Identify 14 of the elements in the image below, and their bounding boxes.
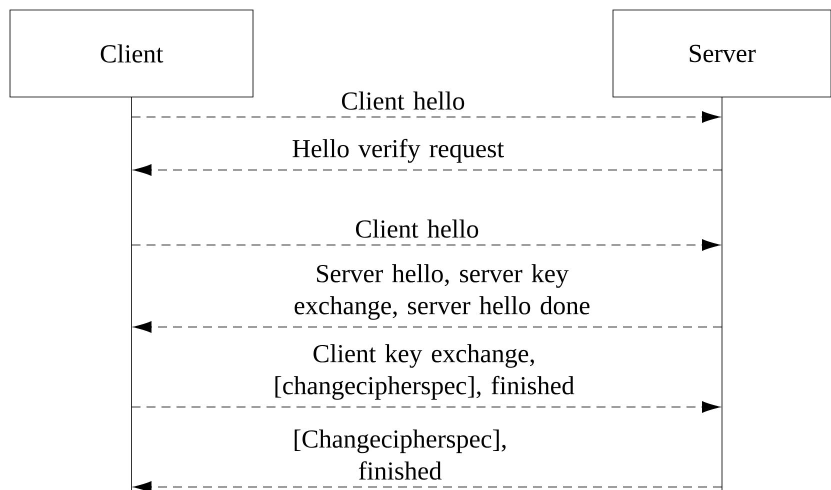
message-label: Hello verify request xyxy=(292,138,504,163)
participant-box: Server xyxy=(612,10,831,98)
message-arrow xyxy=(133,321,722,333)
message-label: Server hello, server key exchange, server hello done xyxy=(294,264,590,320)
message-label: Client hello xyxy=(342,92,464,110)
message-label: Client hello xyxy=(356,220,478,238)
message-arrow xyxy=(133,164,722,176)
message-label: Client key exchange, [changecipherspec], finished xyxy=(275,344,574,400)
message-arrow xyxy=(131,111,720,123)
message-arrow xyxy=(133,481,722,490)
message-arrow xyxy=(131,401,720,413)
message-arrow xyxy=(131,239,720,251)
participant-box: Client xyxy=(10,10,254,98)
message-label: [Changecipherspec], finished xyxy=(294,430,506,480)
